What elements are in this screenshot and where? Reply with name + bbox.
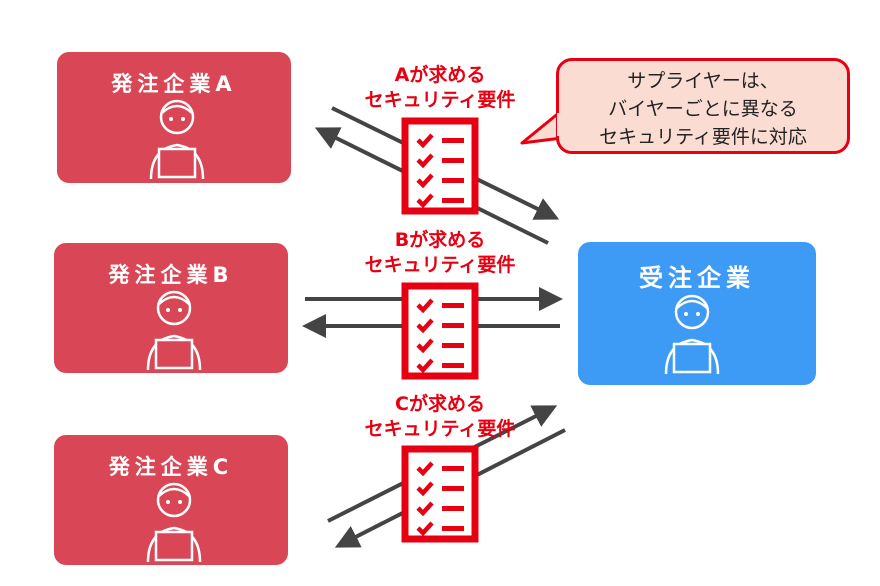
requirement-b-label: Bが求める セキュリティ要件 [340,228,540,278]
checklist-icon [401,117,479,215]
requirement-c-label: Cが求める セキュリティ要件 [340,392,540,442]
requirement-a-label: Aが求める セキュリティ要件 [340,63,540,113]
requirement-c-line2: セキュリティ要件 [364,418,516,440]
buyer-c-name: 発注企業C [108,455,234,479]
requirement-a-line2: セキュリティ要件 [364,89,516,111]
callout-line2: バイヤーごとに異なる [608,98,798,120]
checklist-icon [401,282,479,380]
person-laptop-icon [660,290,724,380]
person-laptop-icon [145,95,209,185]
buyer-b-name: 発注企業B [108,263,234,287]
person-laptop-icon [142,286,206,376]
requirement-a-line1: Aが求める [394,64,486,86]
callout-bubble: サプライヤーは、 バイヤーごとに異なる セキュリティ要件に対応 [556,58,850,154]
callout-line3: セキュリティ要件に対応 [599,126,807,148]
person-laptop-icon [142,478,206,568]
requirement-b-line1: Bが求める [394,229,486,251]
requirement-c-line1: Cが求める [395,393,485,415]
buyer-c-box: 発注企業C [54,435,288,565]
checklist-icon [401,445,479,543]
requirement-b-line2: セキュリティ要件 [364,254,516,276]
callout-line1: サプライヤーは、 [627,70,779,92]
buyer-a-name: 発注企業A [111,72,237,96]
supplier-name: 受注企業 [639,264,755,292]
